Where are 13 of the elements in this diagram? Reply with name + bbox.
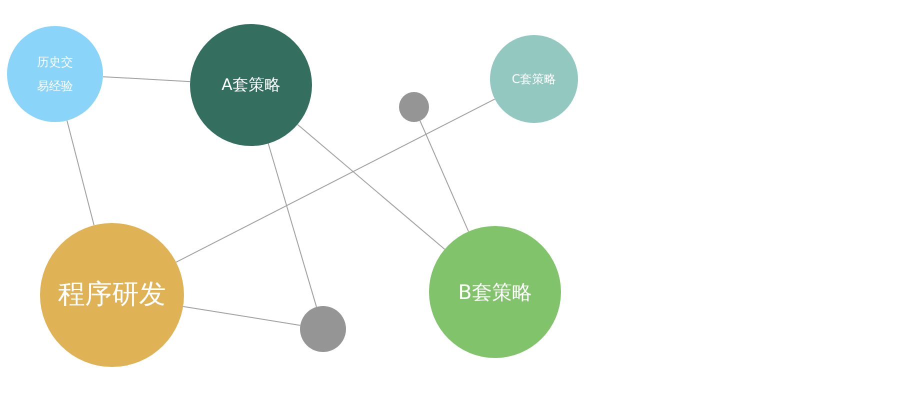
node-label: 程序研发 xyxy=(58,278,166,312)
connector-line xyxy=(297,124,446,250)
node-label: B套策略 xyxy=(458,280,532,304)
node-label: A套策略 xyxy=(222,75,280,95)
node-label: C套策略 xyxy=(512,72,556,86)
connector-line xyxy=(268,143,317,308)
connector-line xyxy=(66,120,95,226)
connector-line xyxy=(420,120,470,232)
connector-line xyxy=(182,306,301,326)
node-label: 历史交易经验 xyxy=(36,54,74,95)
circle-node xyxy=(300,306,346,352)
circle-node xyxy=(399,92,429,122)
connector-line xyxy=(102,76,191,82)
